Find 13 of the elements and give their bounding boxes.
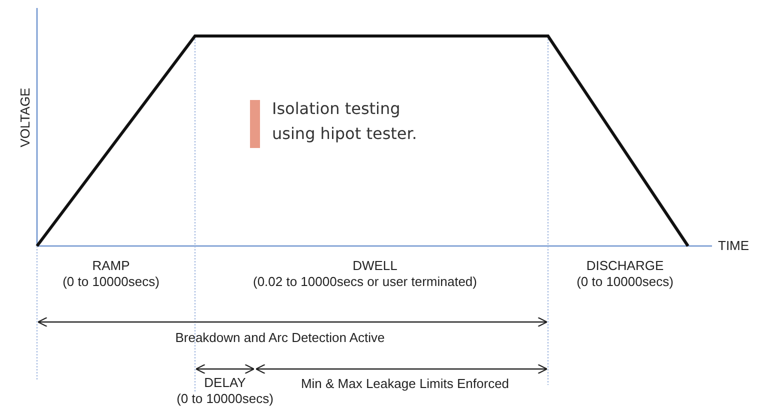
phase-label: DWELL — [352, 258, 398, 273]
phase-label: DISCHARGE — [585, 258, 665, 273]
duration-label: (0.02 to 10000secs or user terminated) — [252, 274, 478, 289]
duration-label: (0 to 10000secs) — [176, 391, 274, 406]
phase-label: DELAY — [203, 375, 247, 390]
axis-label: TIME — [718, 238, 750, 253]
span-label: Min & Max Leakage Limits Enforced — [300, 376, 510, 391]
axis-label: VOLTAGE — [18, 86, 32, 150]
duration-label: (0 to 10000secs) — [576, 274, 674, 289]
note-text: Isolation testing using hipot tester. — [272, 98, 418, 145]
span-label: Breakdown and Arc Detection Active — [174, 330, 386, 345]
phase-label: RAMP — [91, 258, 131, 273]
duration-label: (0 to 10000secs) — [62, 274, 160, 289]
